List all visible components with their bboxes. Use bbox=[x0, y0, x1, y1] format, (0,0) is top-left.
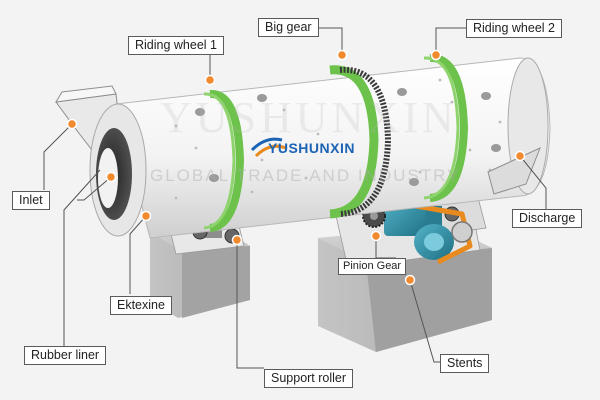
label-discharge: Discharge bbox=[512, 209, 583, 228]
logo-mark bbox=[250, 137, 287, 158]
label-riding-wheel-2: Riding wheel 2 bbox=[466, 19, 562, 38]
label-stents: Stents bbox=[440, 354, 490, 373]
label-inlet: Inlet bbox=[12, 191, 50, 210]
brand-watermark-bottom: GLOBAL TRADE AND INDUSTRY bbox=[150, 166, 461, 185]
drum-mouth bbox=[89, 103, 147, 237]
label-support-roller: Support roller bbox=[264, 369, 354, 388]
big-gear-ring bbox=[329, 65, 392, 219]
label-big-gear: Big gear bbox=[258, 18, 319, 37]
riding-wheel-1-ring bbox=[203, 90, 245, 232]
callout-markers bbox=[66, 49, 526, 286]
label-ektexine: Ektexine bbox=[110, 296, 172, 315]
brand-watermark-top: YUSHUNXIN bbox=[160, 93, 458, 142]
riding-wheel-2-ring bbox=[423, 54, 469, 202]
label-rubber-liner: Rubber liner bbox=[24, 346, 107, 365]
label-riding-wheel-1: Riding wheel 1 bbox=[128, 36, 224, 55]
brand-logo-text: YUSHUNXIN bbox=[268, 140, 355, 156]
leader-lines bbox=[43, 27, 547, 369]
label-pinion-gear: Pinion Gear bbox=[338, 258, 407, 275]
